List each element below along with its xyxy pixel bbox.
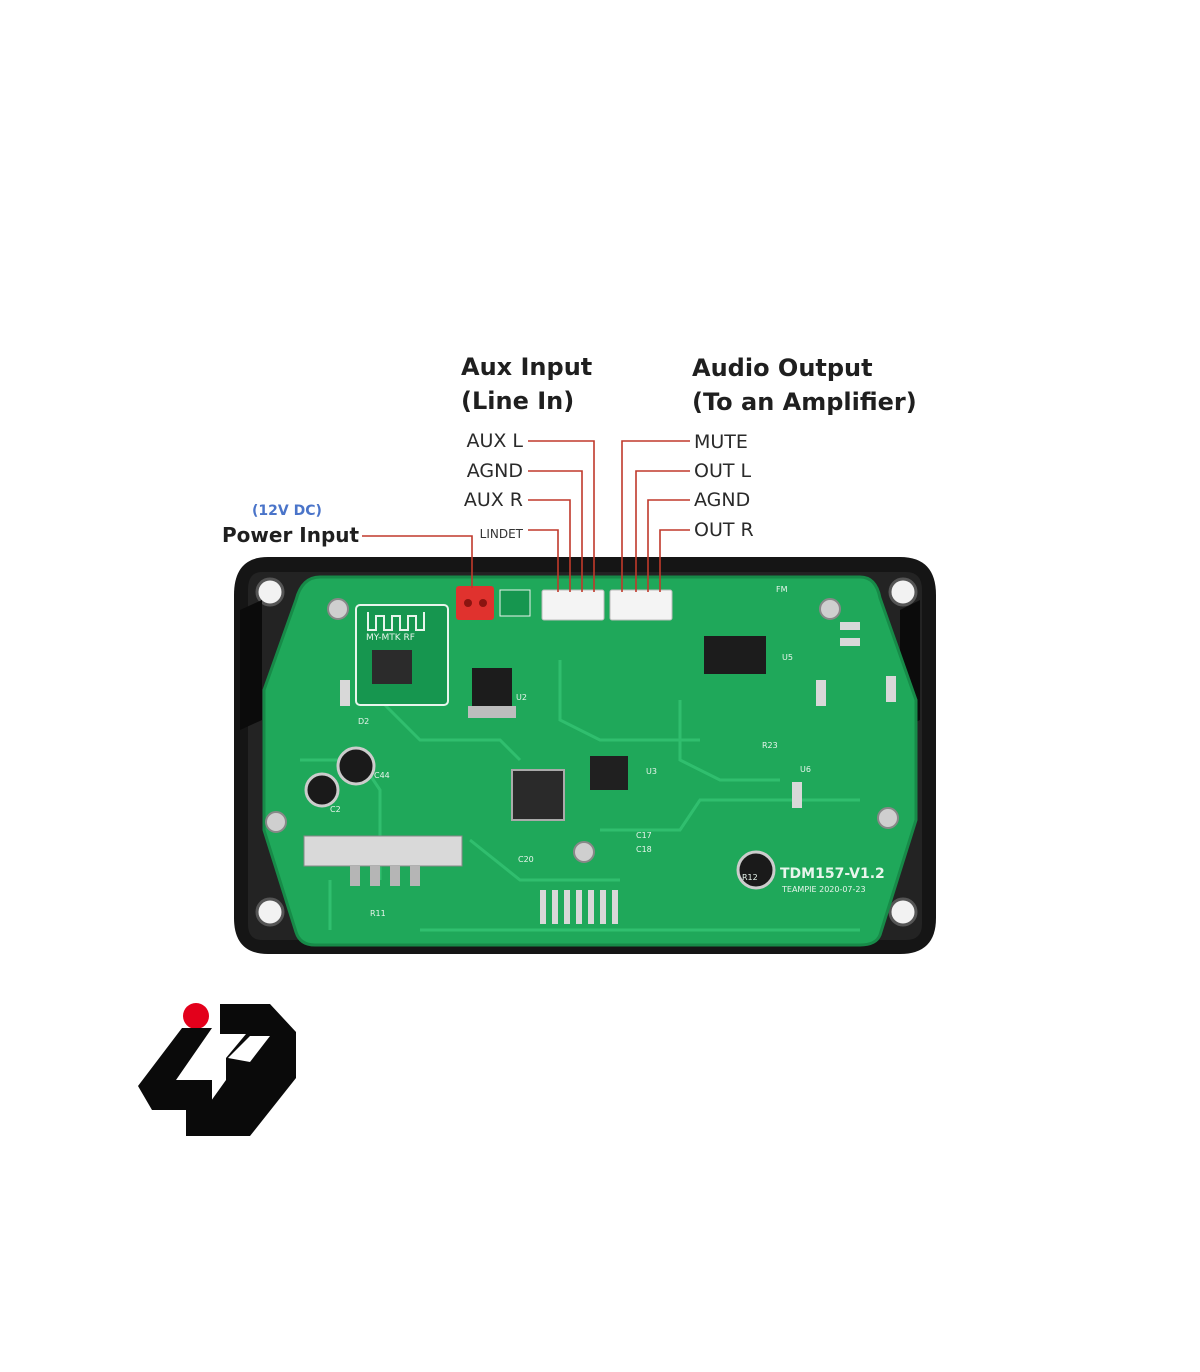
chip-u2 — [472, 668, 512, 710]
chip-u6 — [704, 636, 766, 674]
leader-aux-agnd — [528, 470, 583, 592]
aux-pin-lindet: LINDET — [479, 527, 523, 541]
aux-pin-agnd: AGND — [466, 460, 523, 482]
mount-hole-tl — [255, 577, 285, 607]
aux-header — [541, 589, 605, 621]
aux-pin-aux-l: AUX L — [466, 430, 523, 452]
output-pin-out-r: OUT R — [694, 519, 754, 541]
silk-label: U3 — [646, 767, 657, 776]
leader-lines — [362, 440, 690, 592]
mount-hole-tr — [888, 577, 918, 607]
output-pin-mute: MUTE — [694, 431, 748, 453]
silk-label: C2 — [330, 805, 341, 814]
silk-label: C20 — [518, 855, 534, 864]
silk-label: U5 — [782, 653, 793, 662]
audio-output-title: Audio Output — [692, 354, 873, 382]
leader-lindet — [528, 529, 559, 592]
silk-label: D2 — [358, 717, 369, 726]
silk-label: R12 — [742, 873, 758, 882]
silk-label: C44 — [374, 771, 390, 780]
power-spec: (12V DC) — [252, 503, 322, 519]
output-pin-out-l: OUT L — [694, 460, 752, 482]
silk-label: C18 — [636, 845, 652, 854]
mount-hole-br — [888, 897, 918, 927]
silk-label: R23 — [762, 741, 778, 750]
bt-module-label: MY-MTK RF — [366, 633, 415, 643]
board-model: TDM157-V1.2 — [780, 866, 885, 882]
audio-output-header: Audio Output (To an Amplifier) — [692, 351, 917, 419]
silk-label: U6 — [800, 765, 811, 774]
leader-out-l — [635, 470, 690, 592]
output-header — [609, 589, 673, 621]
power-connector — [456, 586, 494, 620]
power-input-label: Power Input — [222, 523, 360, 547]
cap-c44 — [336, 746, 376, 786]
chip-u3 — [590, 756, 628, 790]
silk-label: R11 — [370, 909, 386, 918]
chip-main — [511, 769, 565, 821]
leader-power — [362, 535, 473, 588]
leader-mute — [621, 440, 690, 592]
mount-hole-bl — [255, 897, 285, 927]
leader-aux-r — [528, 499, 571, 592]
audio-output-subtitle: (To an Amplifier) — [692, 388, 917, 416]
aux-input-title: Aux Input — [461, 353, 593, 381]
aux-input-subtitle: (Line In) — [461, 387, 575, 415]
silk-label: U2 — [516, 693, 527, 702]
silk-label: FM — [776, 585, 788, 594]
aux-input-header: Aux Input (Line In) — [461, 350, 592, 418]
pcb: MY-MTK RF — [262, 575, 918, 947]
card-slot — [303, 835, 463, 867]
output-pin-agnd: AGND — [694, 489, 751, 511]
silk-label: C17 — [636, 831, 652, 840]
cap-r12 — [736, 850, 776, 890]
leader-aux-l — [528, 440, 595, 592]
board-maker: TEAMPIE 2020-07-23 — [781, 885, 866, 894]
cap-c2 — [304, 772, 340, 808]
aux-pin-aux-r: AUX R — [463, 489, 523, 511]
leader-out-r — [659, 529, 690, 592]
leader-out-agnd — [647, 499, 690, 592]
brand-logo-icon — [138, 1003, 296, 1136]
